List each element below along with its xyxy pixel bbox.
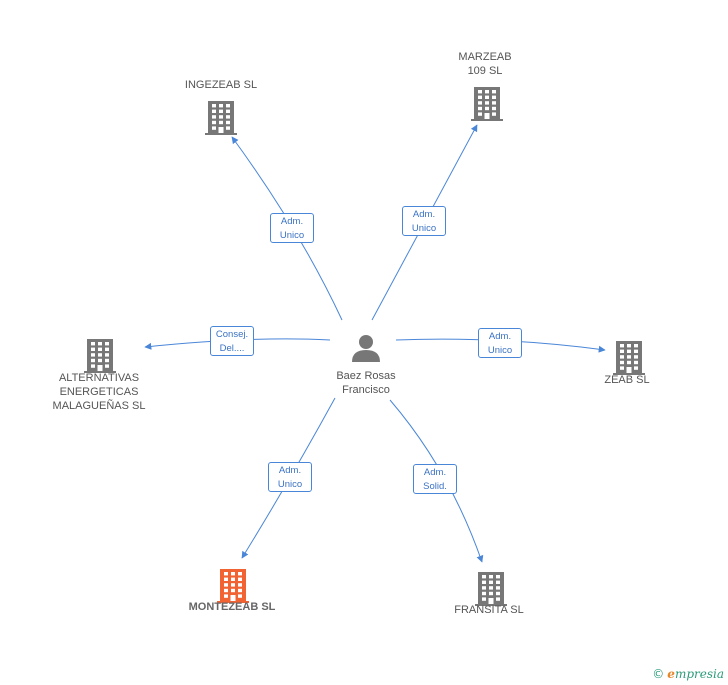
company-label-marzeab[interactable]: MARZEAB 109 SL <box>458 51 512 77</box>
empresia-logo: ©empresia <box>652 667 724 681</box>
building-icon[interactable] <box>613 341 645 375</box>
building-icon[interactable] <box>471 87 503 121</box>
role-badge-ingezeab: Adm. Unico <box>270 213 314 243</box>
building-icon[interactable] <box>217 569 249 603</box>
building-icon[interactable] <box>475 572 507 606</box>
role-badge-marzeab: Adm. Unico <box>402 206 446 236</box>
company-label-ingezeab[interactable]: INGEZEAB SL <box>184 79 258 91</box>
company-label-alternativas[interactable]: ALTERNATIVAS ENERGETICAS MALAGUEÑAS SL <box>52 372 146 412</box>
company-label-montezeab[interactable]: MONTEZEAB SL <box>188 601 276 613</box>
center-person-label[interactable]: Baez Rosas Francisco <box>336 370 396 396</box>
role-badge-montezeab: Adm. Unico <box>268 462 312 492</box>
role-badge-zeab: Adm. Unico <box>478 328 522 358</box>
company-label-fransita[interactable]: FRANSITA SL <box>454 604 524 616</box>
role-badge-fransita: Adm. Solid. <box>413 464 457 494</box>
building-icon[interactable] <box>84 339 116 373</box>
company-label-zeab[interactable]: ZEAB SL <box>604 374 650 386</box>
building-icon[interactable] <box>205 101 237 135</box>
role-badge-alternativas: Consej. Del.... <box>210 326 254 356</box>
person-icon[interactable] <box>352 335 380 362</box>
